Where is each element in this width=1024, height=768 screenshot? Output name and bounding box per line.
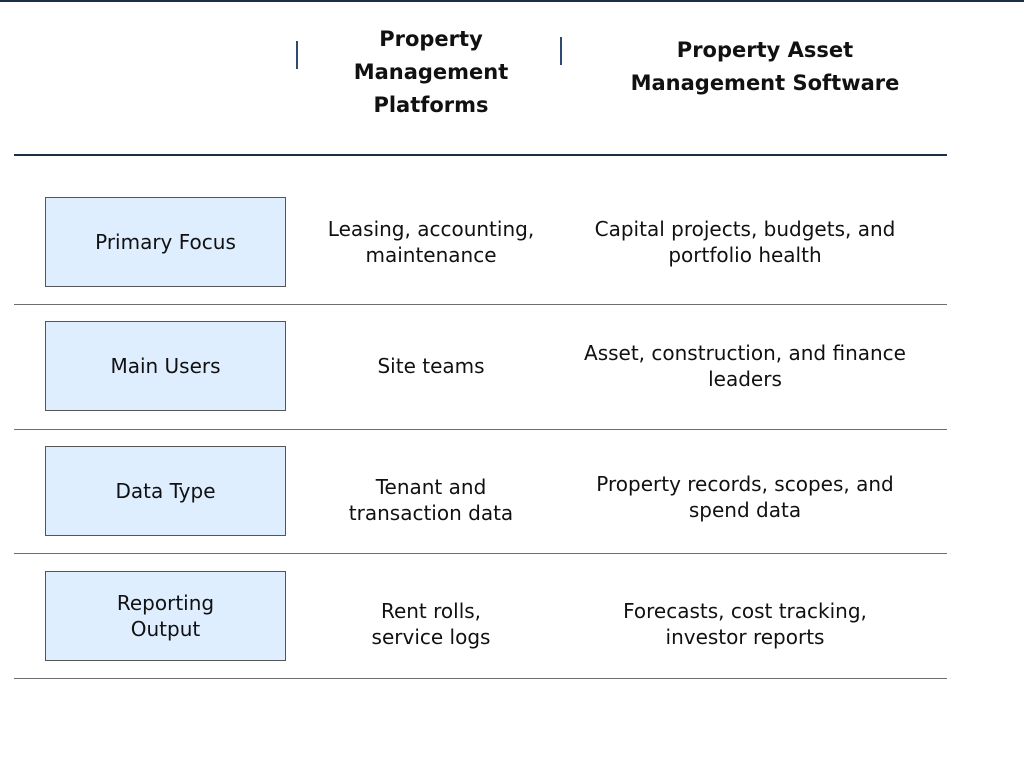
top-rule: [0, 0, 1024, 2]
cell-data-type-software: Property records, scopes, and spend data: [565, 452, 925, 542]
cell-text: Asset, construction, and finance leaders: [584, 341, 906, 391]
header-divider-left: [296, 41, 298, 69]
row-rule: [14, 429, 947, 430]
row-rule: [14, 678, 947, 679]
cell-primary-focus-software: Capital projects, budgets, and portfolio…: [565, 197, 925, 287]
cell-data-type-platforms: Tenant and transaction data: [306, 455, 556, 545]
row-label-main-users: Main Users: [45, 321, 286, 411]
row-label-text: Data Type: [115, 479, 216, 503]
header-property-asset-management-software: Property Asset Management Software: [580, 34, 950, 100]
cell-primary-focus-platforms: Leasing, accounting, maintenance: [306, 197, 556, 287]
cell-main-users-platforms: Site teams: [306, 321, 556, 411]
cell-reporting-output-software: Forecasts, cost tracking, investor repor…: [565, 579, 925, 669]
header-divider-right: [560, 37, 562, 65]
cell-text: Tenant and transaction data: [348, 475, 514, 525]
cell-text: Capital projects, budgets, and portfolio…: [594, 217, 896, 267]
row-label-data-type: Data Type: [45, 446, 286, 536]
header-property-management-platforms: Property Management Platforms: [306, 23, 556, 122]
header-col-c-label: Property Asset Management Software: [630, 38, 900, 95]
row-rule: [14, 553, 947, 554]
row-label-text: Primary Focus: [95, 230, 236, 254]
cell-text: Leasing, accounting, maintenance: [327, 217, 535, 267]
cell-reporting-output-platforms: Rent rolls, service logs: [306, 579, 556, 669]
row-label-primary-focus: Primary Focus: [45, 197, 286, 287]
cell-main-users-software: Asset, construction, and finance leaders: [565, 321, 925, 411]
row-label-text: Reporting Output: [116, 591, 215, 641]
cell-text: Forecasts, cost tracking, investor repor…: [623, 599, 867, 649]
cell-text: Site teams: [377, 354, 485, 378]
cell-text: Rent rolls, service logs: [371, 599, 491, 649]
row-label-text: Main Users: [110, 354, 221, 378]
header-col-b-label: Property Management Platforms: [353, 27, 509, 117]
header-rule: [14, 154, 947, 156]
row-rule: [14, 304, 947, 305]
row-label-reporting-output: Reporting Output: [45, 571, 286, 661]
cell-text: Property records, scopes, and spend data: [596, 472, 894, 522]
